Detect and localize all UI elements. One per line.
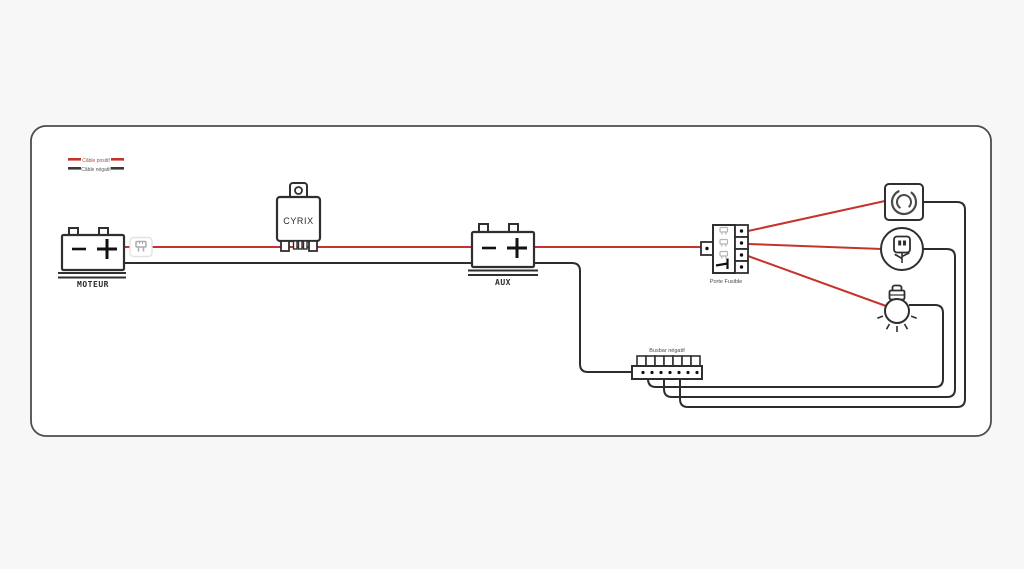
positive-wires bbox=[124, 200, 887, 307]
dial-switch bbox=[884, 183, 924, 221]
busbar-label: Busbar négatif bbox=[649, 348, 685, 354]
relay-label: CYRIX bbox=[283, 216, 314, 226]
negative-busbar: Busbar négatif bbox=[631, 348, 703, 380]
fuse-holder-label: Porte Fusible bbox=[710, 279, 742, 285]
busbar-body bbox=[631, 365, 703, 380]
wire-negative-switch-return bbox=[679, 201, 966, 408]
fuse-puller-icon bbox=[715, 258, 729, 269]
legend: Câble positif Câble négatif bbox=[68, 158, 124, 173]
legend-positive-label: Câble positif bbox=[82, 158, 110, 164]
plus-terminal-icon bbox=[97, 239, 117, 259]
fuse-slot-icons bbox=[719, 226, 729, 259]
diagram-card bbox=[30, 125, 992, 437]
fuse-holder: Porte Fusible bbox=[700, 224, 749, 285]
legend-positive-dash-left bbox=[68, 158, 81, 161]
plus-terminal-icon bbox=[507, 238, 527, 258]
terminal-dot-icon bbox=[739, 253, 744, 257]
terminal-dot-icon bbox=[739, 229, 744, 233]
wire-positive-fuse-to-switch bbox=[747, 200, 886, 232]
terminal-dot-icon bbox=[739, 265, 744, 269]
blade-fuse-icon bbox=[719, 250, 729, 259]
battery-body bbox=[60, 233, 126, 272]
usb-icon bbox=[893, 235, 911, 263]
bulb-rays bbox=[877, 315, 917, 332]
usb-socket bbox=[880, 227, 924, 271]
wire-negative-bulb-return bbox=[647, 304, 944, 388]
light bbox=[877, 284, 917, 332]
relay-mount-hole-icon bbox=[294, 186, 303, 195]
usb-socket-body bbox=[880, 227, 924, 271]
motor-battery: MOTEUR bbox=[58, 227, 126, 289]
bulb-icon bbox=[877, 284, 917, 332]
busbar-dots bbox=[641, 370, 699, 375]
battery-tray bbox=[58, 272, 126, 279]
cyrix-relay: CYRIX bbox=[275, 182, 322, 252]
battery-tray bbox=[468, 269, 538, 276]
wire-positive-fuse-to-bulb bbox=[747, 255, 887, 307]
inline-fuse bbox=[129, 236, 153, 258]
blade-fuse-icon bbox=[719, 226, 729, 235]
terminal-dot-icon bbox=[739, 241, 744, 245]
legend-negative-label: Câble négatif bbox=[81, 167, 111, 173]
aux-battery: AUX bbox=[468, 223, 538, 287]
relay-terminals bbox=[280, 240, 318, 252]
busbar-screw-terminals bbox=[636, 355, 701, 367]
rotary-dial-icon bbox=[890, 188, 918, 216]
wire-negative-usb-return bbox=[663, 248, 956, 398]
blade-fuse-icon bbox=[719, 238, 729, 247]
wire-positive-fuse-to-usb bbox=[747, 243, 883, 250]
blade-fuse-icon bbox=[135, 240, 147, 252]
legend-negative-dash-left bbox=[68, 167, 81, 170]
terminal-dot-icon bbox=[705, 246, 709, 251]
motor-battery-label: MOTEUR bbox=[77, 280, 109, 289]
legend-positive-dash-right bbox=[111, 158, 124, 161]
legend-negative-dash-right bbox=[111, 167, 124, 170]
aux-battery-label: AUX bbox=[495, 278, 511, 287]
negative-wires bbox=[124, 201, 966, 408]
wire-negative-aux-to-busbar bbox=[534, 262, 632, 373]
